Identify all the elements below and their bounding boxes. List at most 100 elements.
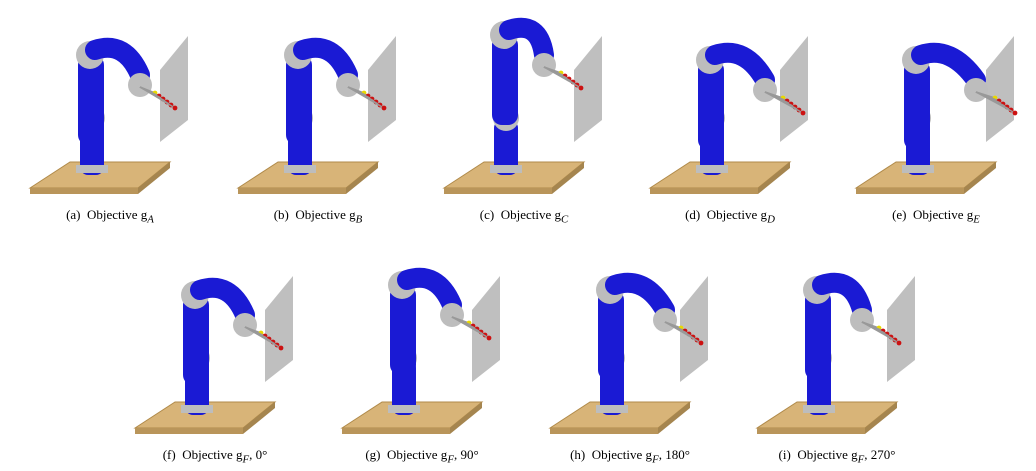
robot-render-h: [530, 250, 730, 450]
robot-scene-c: [442, 17, 602, 194]
base-plate-edge: [550, 428, 658, 434]
robot-upper-link: [78, 55, 104, 145]
target-wall: [986, 36, 1014, 142]
robot-wrist-joint: [653, 308, 677, 332]
gripper-finger: [244, 326, 282, 349]
robot-base-ring: [181, 405, 213, 413]
robot-wrist-joint: [233, 313, 257, 337]
base-plate-side: [346, 162, 378, 194]
robot-scene-b: [236, 36, 396, 194]
target-wall: [368, 36, 396, 142]
gripper-finger: [347, 86, 385, 109]
robot-upper-link: [598, 290, 624, 380]
robot-upper-link: [698, 60, 724, 150]
robot-scene-g: [340, 267, 500, 434]
base-plate-side: [138, 162, 170, 194]
robot-scene-e: [854, 36, 1018, 194]
robot-forearm: [190, 277, 255, 325]
base-plate-edge: [757, 428, 865, 434]
robot-forearm: [705, 42, 775, 90]
robot-wrist-joint: [753, 78, 777, 102]
robot-forearm: [85, 37, 150, 85]
gripper-finger: [975, 91, 1016, 114]
robot-base-ring: [76, 165, 108, 173]
robot-base-ring: [596, 405, 628, 413]
base-plate-edge: [135, 428, 243, 434]
gripper-finger: [664, 321, 702, 344]
robot-base-ring: [696, 165, 728, 173]
robot-render-c: [424, 10, 624, 210]
robot-lower-link: [494, 120, 518, 175]
target-point: [381, 105, 387, 111]
robot-forearm: [812, 272, 872, 320]
target-point: [172, 105, 178, 111]
robot-base-ring: [388, 405, 420, 413]
robot-scene-h: [548, 272, 708, 434]
target-wall: [680, 276, 708, 382]
caption-i: (i) Objective gF, 270°: [778, 447, 896, 466]
robot-scene-d: [648, 36, 808, 194]
robot-upper-link: [183, 295, 209, 385]
target-point: [1012, 110, 1018, 116]
robot-scene-f: [133, 276, 293, 434]
caption-b: (b) Objective gB: [273, 207, 363, 226]
robot-render-a: [10, 10, 210, 210]
base-plate-edge: [342, 428, 450, 434]
robot-upper-link: [492, 35, 518, 125]
base-plate-side: [552, 162, 584, 194]
base-plate-edge: [30, 188, 138, 194]
target-wall: [160, 36, 188, 142]
gripper-finger: [543, 66, 582, 89]
target-point: [800, 110, 806, 116]
target-point: [698, 340, 704, 346]
base-plate-edge: [856, 188, 964, 194]
robot-wrist-joint: [128, 73, 152, 97]
target-wall: [472, 276, 500, 382]
robot-scene-i: [755, 272, 915, 434]
robot-forearm: [605, 272, 675, 320]
target-point: [896, 340, 902, 346]
base-plate-side: [450, 402, 482, 434]
robot-scene-a: [28, 36, 188, 194]
robot-upper-link: [286, 55, 312, 145]
robot-render-b: [218, 10, 418, 210]
robot-base-ring: [902, 165, 934, 173]
base-plate-side: [658, 402, 690, 434]
target-wall: [574, 36, 602, 142]
caption-e: (e) Objective gE: [892, 207, 980, 226]
target-point: [278, 345, 284, 351]
robot-base-ring: [803, 405, 835, 413]
robot-forearm: [397, 267, 462, 315]
gripper-finger: [451, 316, 490, 339]
base-plate-side: [758, 162, 790, 194]
robot-render-f: [115, 250, 315, 450]
caption-g: (g) Objective gF, 90°: [365, 447, 479, 466]
target-wall: [265, 276, 293, 382]
robot-wrist-joint: [336, 73, 360, 97]
target-point: [578, 85, 584, 91]
base-plate-edge: [238, 188, 346, 194]
robot-render-i: [737, 250, 937, 450]
robot-upper-link: [390, 285, 416, 375]
base-plate-edge: [650, 188, 758, 194]
target-point: [486, 335, 492, 341]
robot-wrist-joint: [850, 308, 874, 332]
robot-render-d: [630, 10, 830, 210]
robot-upper-link: [904, 60, 930, 150]
target-wall: [887, 276, 915, 382]
gripper-finger: [764, 91, 804, 114]
robot-upper-link: [805, 290, 831, 380]
base-plate-side: [964, 162, 996, 194]
caption-a: (a) Objective gA: [66, 207, 154, 226]
target-wall: [780, 36, 808, 142]
robot-base-ring: [284, 165, 316, 173]
caption-d: (d) Objective gD: [685, 207, 775, 226]
robot-wrist-joint: [532, 53, 556, 77]
robot-wrist-joint: [440, 303, 464, 327]
caption-c: (c) Objective gC: [479, 207, 569, 226]
caption-f: (f) Objective gF, 0°: [162, 447, 268, 466]
gripper-finger: [861, 321, 900, 344]
base-plate-edge: [444, 188, 552, 194]
robot-render-e: [836, 10, 1036, 210]
robot-forearm: [911, 42, 986, 90]
